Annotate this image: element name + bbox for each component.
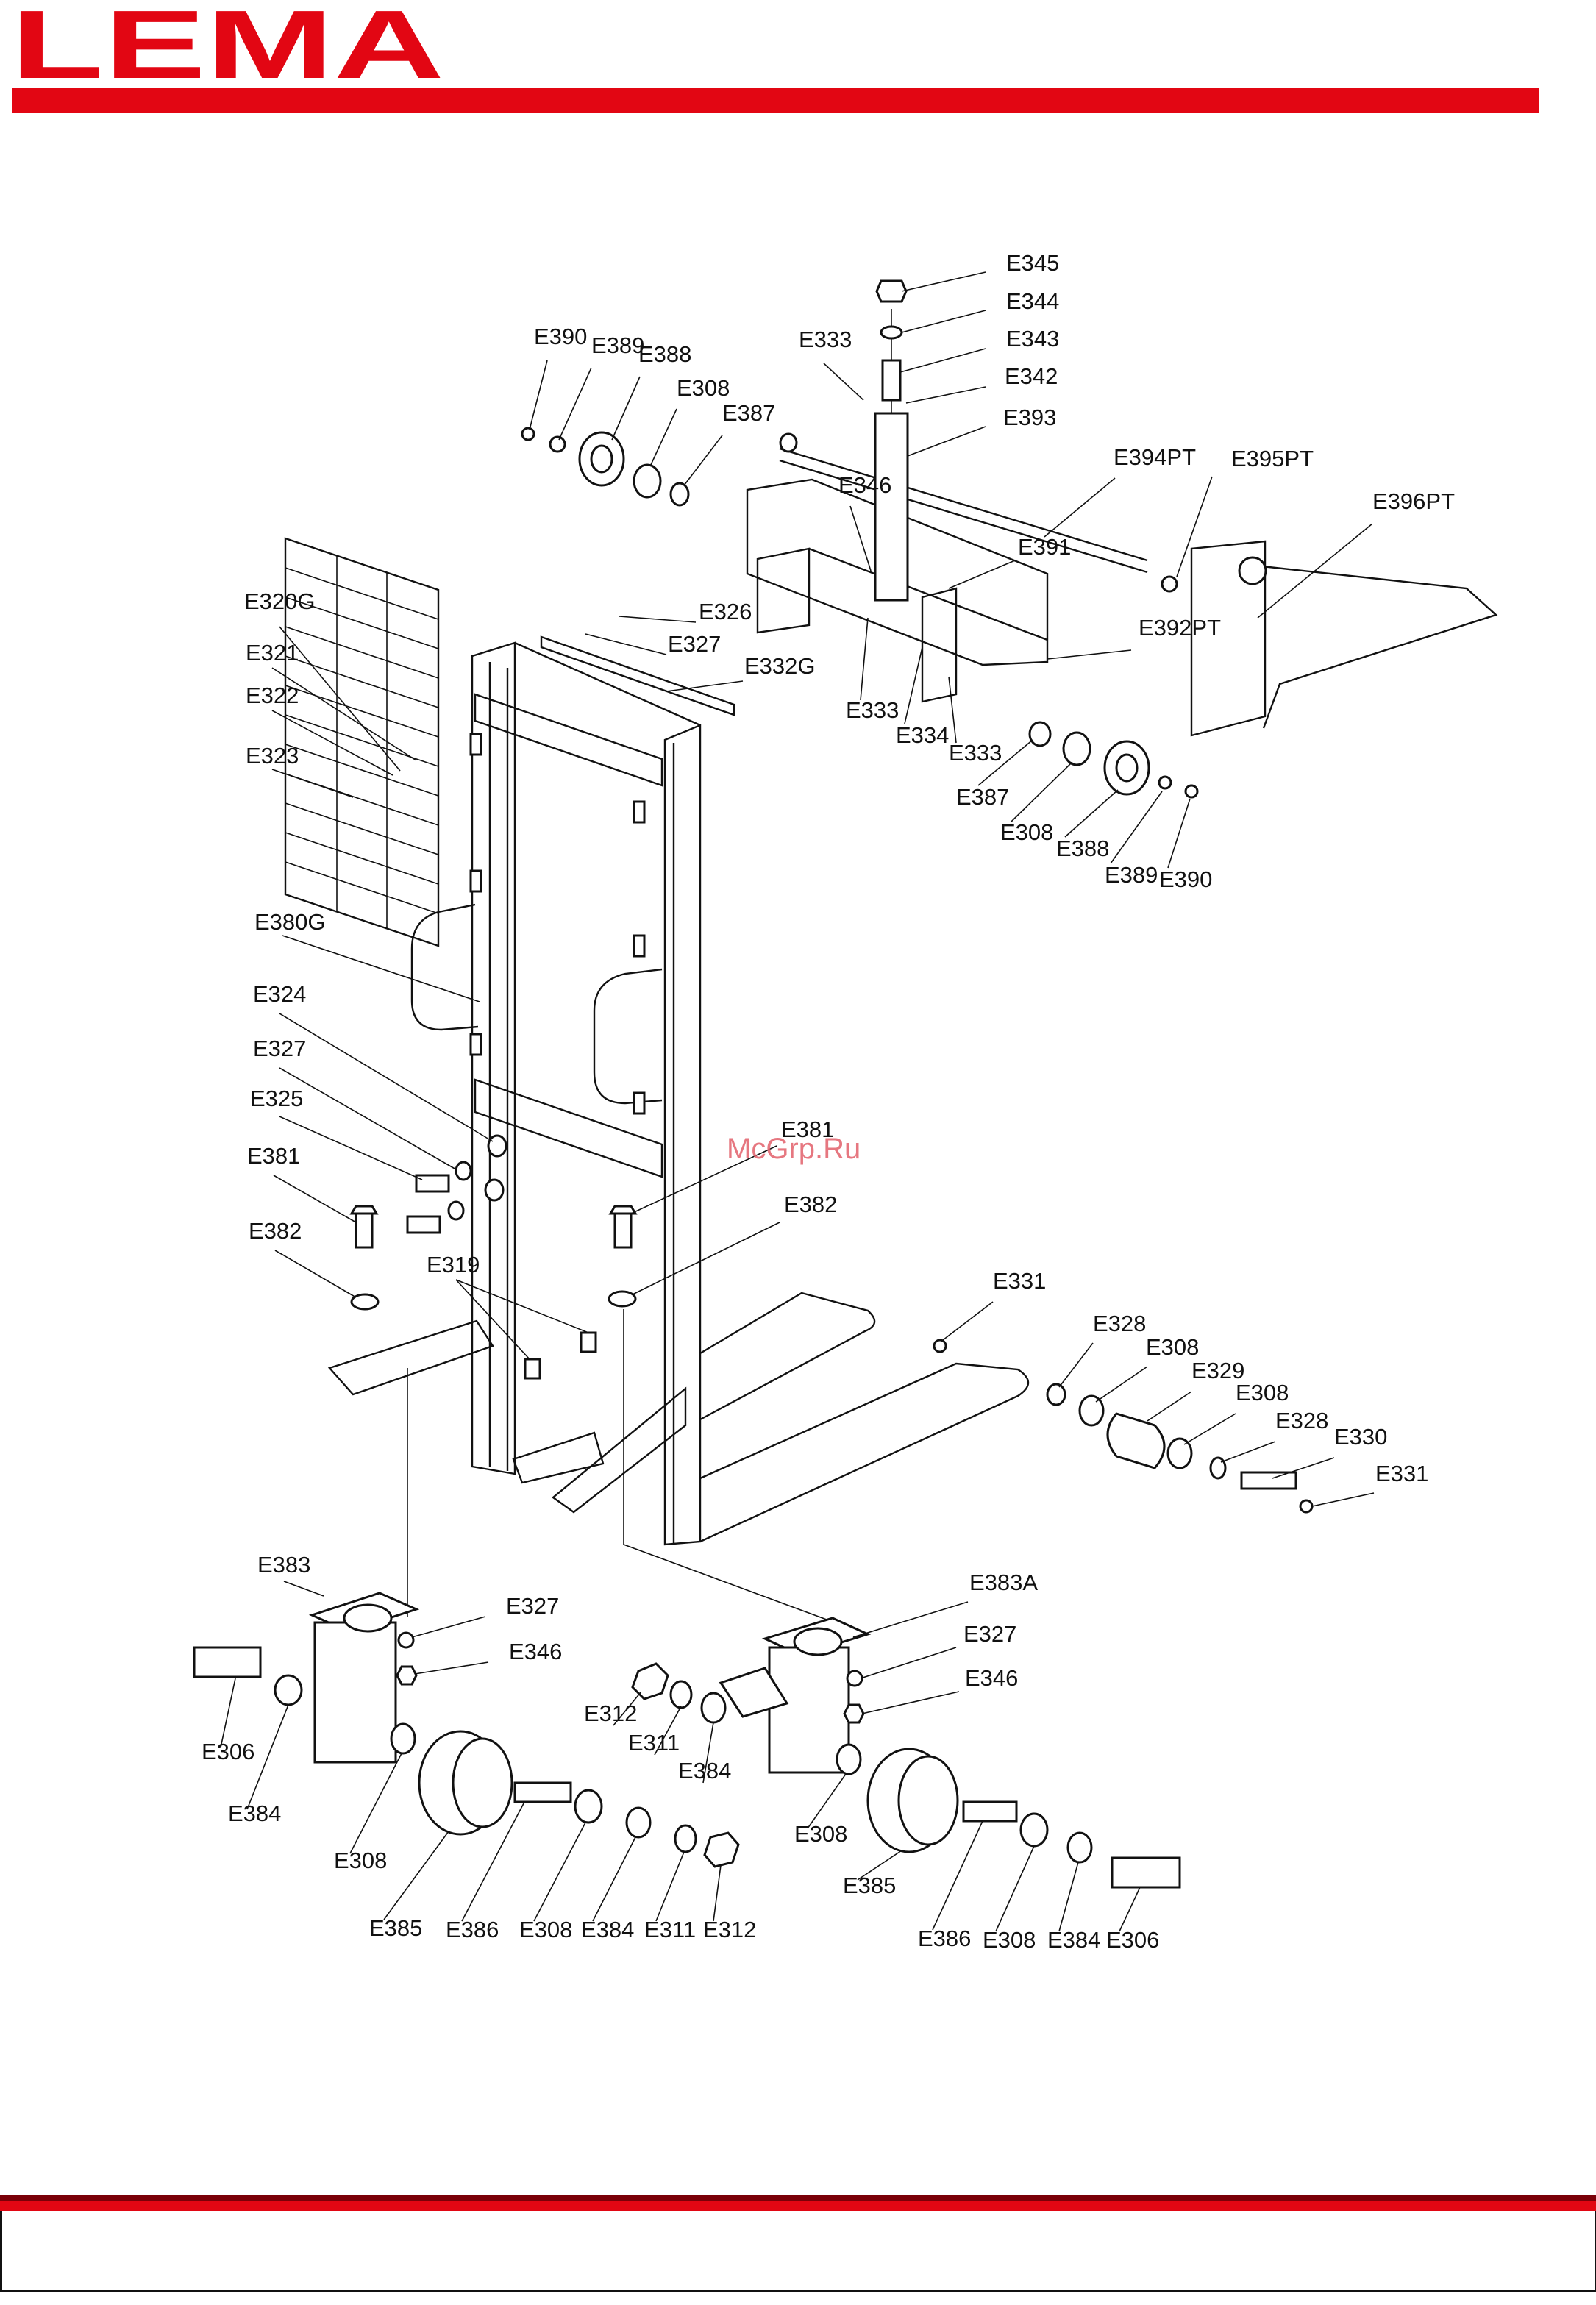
part-label-e380g: E380G: [254, 909, 326, 935]
part-label-e383: E383: [257, 1552, 310, 1578]
part-label-e384: E384: [228, 1800, 281, 1826]
safety-screen: [284, 537, 440, 947]
footer-dark-bar: [0, 2195, 1596, 2201]
part-label-e388: E388: [638, 341, 691, 367]
base-legs: [327, 1292, 1030, 1543]
part-label-e306: E306: [1106, 1927, 1159, 1953]
part-label-e334: E334: [896, 722, 949, 748]
part-label-e394pt: E394PT: [1114, 444, 1196, 470]
part-label-e327: E327: [253, 1036, 306, 1061]
part-label-e346: E346: [965, 1665, 1018, 1691]
part-label-e381: E381: [247, 1143, 300, 1169]
left-caster: [193, 1592, 740, 1868]
part-label-e308: E308: [794, 1821, 847, 1847]
part-label-e333: E333: [949, 740, 1002, 766]
part-label-e321: E321: [246, 640, 299, 666]
part-label-e320g: E320G: [244, 588, 316, 614]
part-label-e384: E384: [581, 1917, 634, 1942]
logo-text: LEMA: [10, 3, 444, 84]
part-label-e331: E331: [993, 1268, 1046, 1294]
part-label-e386: E386: [918, 1925, 971, 1951]
part-label-e308: E308: [334, 1848, 387, 1873]
part-label-e325: E325: [250, 1086, 303, 1111]
part-label-e346: E346: [838, 472, 891, 498]
part-label-e322: E322: [246, 683, 299, 708]
part-label-e384: E384: [678, 1758, 731, 1784]
part-label-e385: E385: [369, 1915, 422, 1941]
part-label-e383a: E383A: [969, 1570, 1038, 1595]
part-label-e327: E327: [506, 1593, 559, 1619]
part-label-e389: E389: [1105, 862, 1158, 888]
part-label-e308: E308: [1000, 819, 1053, 845]
part-label-e331: E331: [1375, 1461, 1428, 1486]
part-label-e345: E345: [1006, 250, 1059, 276]
part-label-e324: E324: [253, 981, 306, 1007]
part-label-e328: E328: [1275, 1408, 1328, 1433]
part-label-e392pt: E392PT: [1139, 615, 1221, 641]
part-label-e384: E384: [1047, 1927, 1100, 1953]
part-label-e387: E387: [722, 400, 775, 426]
part-label-e333: E333: [799, 327, 852, 352]
part-label-e381: E381: [781, 1116, 834, 1142]
part-label-e333: E333: [846, 697, 899, 723]
part-label-e391: E391: [1018, 534, 1071, 560]
part-label-e329: E329: [1191, 1358, 1244, 1383]
part-label-e387: E387: [956, 784, 1009, 810]
part-label-e343: E343: [1006, 326, 1059, 352]
part-label-e326: E326: [699, 599, 752, 624]
lift-chain: [874, 279, 909, 602]
part-label-e327: E327: [963, 1621, 1016, 1647]
part-label-e396pt: E396PT: [1372, 488, 1455, 514]
part-label-e390: E390: [1159, 866, 1212, 892]
part-label-e312: E312: [584, 1700, 637, 1726]
right-caster: [719, 1617, 1181, 1889]
part-label-e308: E308: [1146, 1334, 1199, 1360]
front-axle-parts: [933, 1339, 1314, 1514]
part-label-e342: E342: [1005, 363, 1058, 389]
header-red-bar: [12, 88, 1539, 113]
roller-parts-top: [521, 427, 1199, 799]
part-label-e319: E319: [427, 1252, 480, 1278]
part-label-e306: E306: [202, 1739, 254, 1764]
part-label-e395pt: E395PT: [1231, 446, 1314, 471]
part-label-e382: E382: [784, 1191, 837, 1217]
part-label-e332g: E332G: [744, 653, 816, 679]
part-label-e382: E382: [249, 1218, 302, 1244]
part-label-e323: E323: [246, 743, 299, 769]
part-label-e389: E389: [591, 332, 644, 358]
part-label-e346: E346: [509, 1639, 562, 1664]
footer-red-bar: [0, 2201, 1596, 2211]
part-label-e328: E328: [1093, 1311, 1146, 1336]
part-label-e344: E344: [1006, 288, 1059, 314]
lema-logo: LEMA: [10, 3, 444, 84]
drawing-lines: [193, 271, 1498, 1932]
fork-carriage: [746, 447, 1498, 737]
watermark: McGrp.Ru: [727, 1133, 861, 1165]
part-label-e327: E327: [668, 631, 721, 657]
part-label-e385: E385: [843, 1873, 896, 1898]
part-label-e311: E311: [644, 1917, 696, 1942]
footer-box: [0, 2211, 1596, 2292]
part-label-e311: E311: [628, 1730, 680, 1756]
part-label-e390: E390: [534, 324, 587, 349]
part-label-e308: E308: [677, 375, 730, 401]
part-label-e330: E330: [1334, 1424, 1387, 1450]
part-label-e308: E308: [983, 1927, 1036, 1953]
mast-bolts: [349, 1134, 839, 1625]
part-label-e388: E388: [1056, 836, 1109, 861]
part-label-e308: E308: [1236, 1380, 1289, 1406]
part-label-e386: E386: [446, 1917, 499, 1942]
leader-lines: [220, 271, 1375, 1932]
part-label-e308: E308: [519, 1917, 572, 1942]
part-label-e312: E312: [703, 1917, 756, 1942]
part-label-e393: E393: [1003, 405, 1056, 430]
